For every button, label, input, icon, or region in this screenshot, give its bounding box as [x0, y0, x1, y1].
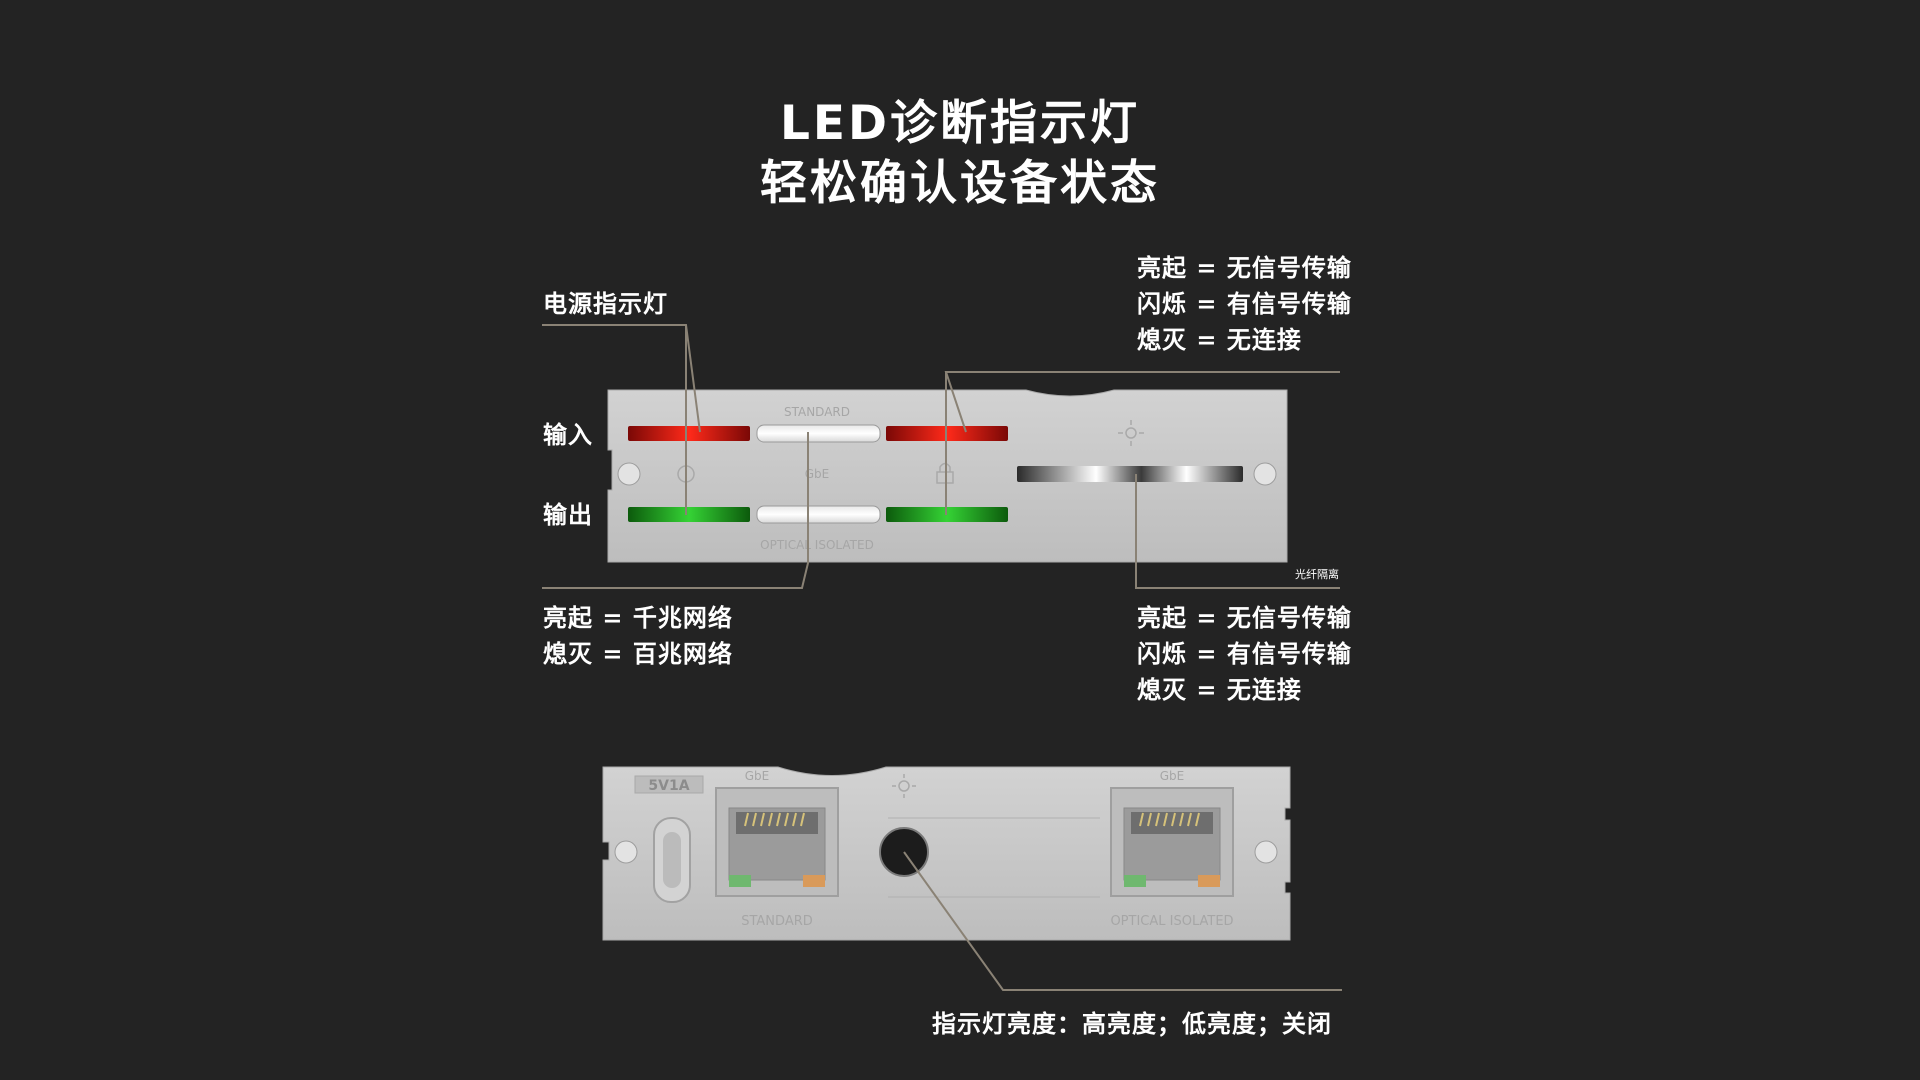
fiber-led-bar — [1017, 466, 1243, 482]
bottom-right-legend-2: 闪烁 = 有信号传输 — [1137, 640, 1352, 668]
output-label: 输出 — [543, 501, 593, 529]
screw-icon — [617, 462, 641, 486]
silk-optical: OPTICAL ISOLATED — [760, 538, 874, 552]
bottom-left-legend-2: 熄灭 = 百兆网络 — [543, 640, 733, 668]
bottom-right-legend-1: 亮起 = 无信号传输 — [1137, 604, 1352, 632]
output-gbe-led — [756, 505, 881, 524]
page-title: LED诊断指示灯 — [779, 96, 1141, 151]
leader-lines-front — [542, 324, 1340, 589]
sun-icon — [892, 774, 916, 798]
page-subtitle: 轻松确认设备状态 — [760, 156, 1160, 211]
front-panel: STANDARD GbE OPTICAL ISOLATED — [607, 389, 1288, 563]
input-gbe-led — [756, 424, 881, 443]
screw-icon — [614, 840, 638, 864]
top-right-legend-3: 熄灭 = 无连接 — [1137, 326, 1302, 354]
power-indicator-label: 电源指示灯 — [543, 290, 668, 318]
bottom-right-legend-3: 熄灭 = 无连接 — [1137, 676, 1302, 704]
bottom-left-legend-1: 亮起 = 千兆网络 — [543, 604, 733, 632]
screw-icon — [1254, 840, 1278, 864]
brightness-icon — [1118, 420, 1144, 446]
input-label: 输入 — [543, 421, 593, 449]
input-power-led — [628, 426, 750, 441]
top-right-legend-2: 闪烁 = 有信号传输 — [1137, 290, 1352, 318]
rear-panel: 5V1A GbE STANDARD GbE — [602, 766, 1291, 941]
silk-gbe: GbE — [805, 467, 830, 481]
left-port-top-label: GbE — [745, 769, 770, 783]
top-right-legend-1: 亮起 = 无信号传输 — [1137, 254, 1352, 282]
leader-line-rear — [903, 851, 1342, 991]
output-power-led — [628, 507, 750, 522]
brightness-caption: 指示灯亮度：高亮度；低亮度；关闭 — [932, 1010, 1332, 1038]
fiber-label: 光纤隔离 — [1295, 567, 1339, 581]
silk-standard: STANDARD — [784, 405, 850, 419]
power-spec-label: 5V1A — [648, 778, 689, 794]
left-port-bottom-label: STANDARD — [741, 914, 813, 929]
right-port-bottom-label: OPTICAL ISOLATED — [1110, 914, 1233, 929]
screw-icon — [1253, 462, 1277, 486]
right-port-top-label: GbE — [1160, 769, 1185, 783]
